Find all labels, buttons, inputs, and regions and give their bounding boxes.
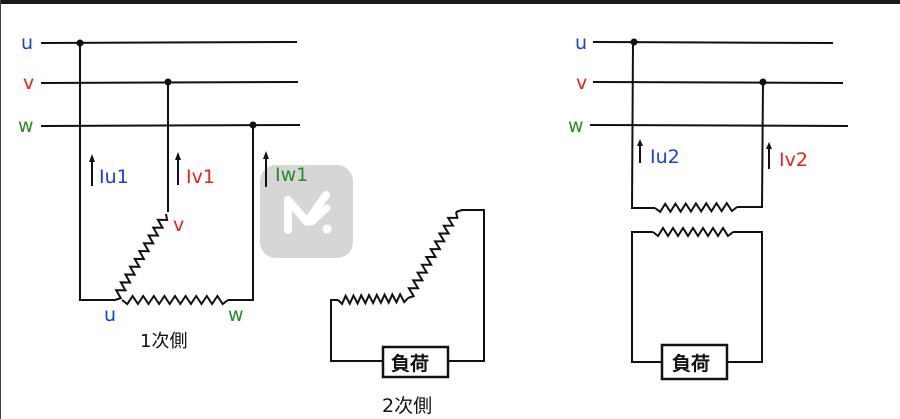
terminal-label-u: u <box>104 304 116 326</box>
junction-u <box>76 39 84 47</box>
primary-coil-right <box>654 201 738 214</box>
bus-label-u-right: u <box>575 32 587 54</box>
wire-w <box>228 125 254 301</box>
wire-u-right <box>630 41 655 209</box>
junction-u-right <box>630 38 638 46</box>
wire-u <box>79 43 115 301</box>
current-label-iu2: Iu2 <box>650 146 680 168</box>
junction-v-right <box>759 78 767 86</box>
coil-uw <box>121 294 229 306</box>
current-label-iv2: Iv2 <box>779 149 808 171</box>
primary-caption: 1次側 <box>140 331 187 352</box>
bus-label-v: v <box>23 72 34 94</box>
load-label: 負荷 <box>391 352 429 375</box>
secondary-wire-left <box>330 299 383 362</box>
wire-v-right <box>737 81 764 208</box>
window-left-border <box>0 0 1 419</box>
load-label-right: 負荷 <box>672 352 710 375</box>
m-logo-icon <box>260 165 353 258</box>
bus-v-right <box>592 81 844 84</box>
load-box <box>381 345 450 379</box>
secondary-coil-horizontal <box>337 291 409 306</box>
bus-u <box>40 41 298 44</box>
wire-load-left <box>631 231 662 363</box>
coil-uv <box>114 213 169 301</box>
bus-u-right <box>592 41 834 44</box>
secondary-coil-diagonal <box>407 211 459 299</box>
terminal-label-w: w <box>228 304 244 326</box>
secondary-wire <box>448 209 485 362</box>
secondary-caption: 2次側 <box>382 395 432 417</box>
secondary-coil-right <box>652 226 734 238</box>
current-label-iw1: Iw1 <box>275 164 308 186</box>
bus-label-w: w <box>18 115 34 137</box>
terminal-label-v: v <box>173 214 184 236</box>
wire-load-right <box>727 231 763 363</box>
bus-w-right <box>589 124 849 127</box>
junction-w <box>249 121 257 129</box>
bus-label-w-right: w <box>568 115 584 137</box>
current-label-iu1: Iu1 <box>99 166 129 188</box>
window-top-bar <box>0 0 900 4</box>
current-label-iv1: Iv1 <box>186 166 215 188</box>
bus-w <box>40 124 301 127</box>
junction-v <box>164 78 172 86</box>
load-box-right <box>660 343 729 381</box>
bus-label-v-right: v <box>576 72 587 94</box>
bus-label-u: u <box>21 32 33 54</box>
